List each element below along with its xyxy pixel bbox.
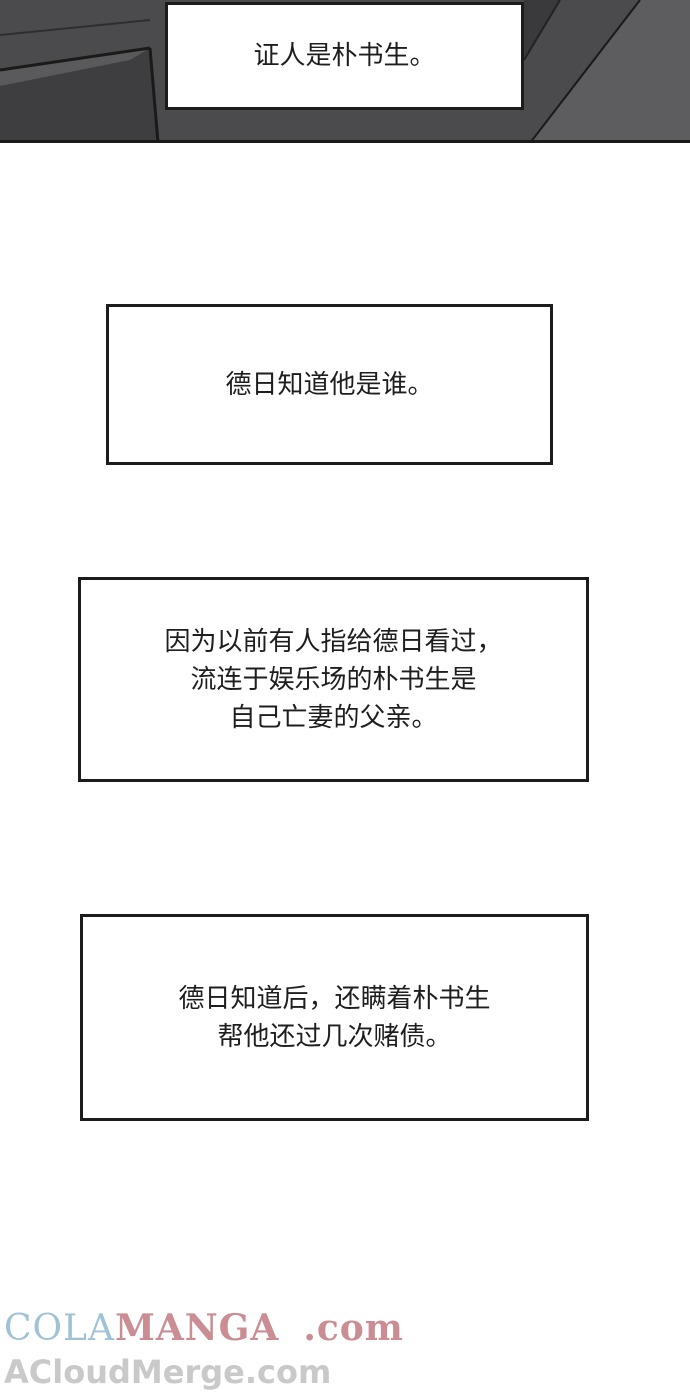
watermark-brand-part1: COLA xyxy=(4,1308,115,1349)
site-watermark: COLAMANGA .com ACloudMerge.com xyxy=(4,1304,424,1391)
watermark-brand-part2: MANGA xyxy=(114,1307,280,1349)
narration-box-3: 因为以前有人指给德日看过， 流连于娱乐场的朴书生是 自己亡妻的父亲。 xyxy=(78,577,589,782)
narration-box-2: 德日知道他是谁。 xyxy=(106,304,553,465)
watermark-secondary: ACloudMerge.com xyxy=(4,1353,332,1391)
narration-line: 帮他还过几次赌债。 xyxy=(217,1021,452,1052)
narration-line: 证人是朴书生。 xyxy=(253,41,436,71)
narration-box-1: 证人是朴书生。 xyxy=(165,2,524,110)
narration-box-4: 德日知道后，还瞒着朴书生 帮他还过几次赌债。 xyxy=(80,914,589,1121)
narration-line: 流连于娱乐场的朴书生是 xyxy=(190,664,477,695)
narration-line: 德日知道后，还瞒着朴书生 xyxy=(178,983,491,1014)
narration-line: 因为以前有人指给德日看过， xyxy=(164,626,503,657)
narration-line: 自己亡妻的父亲。 xyxy=(229,702,438,733)
watermark-brand: COLAMANGA .com xyxy=(4,1304,424,1353)
watermark-domain: .com xyxy=(303,1307,404,1349)
narration-line: 德日知道他是谁。 xyxy=(225,369,434,400)
